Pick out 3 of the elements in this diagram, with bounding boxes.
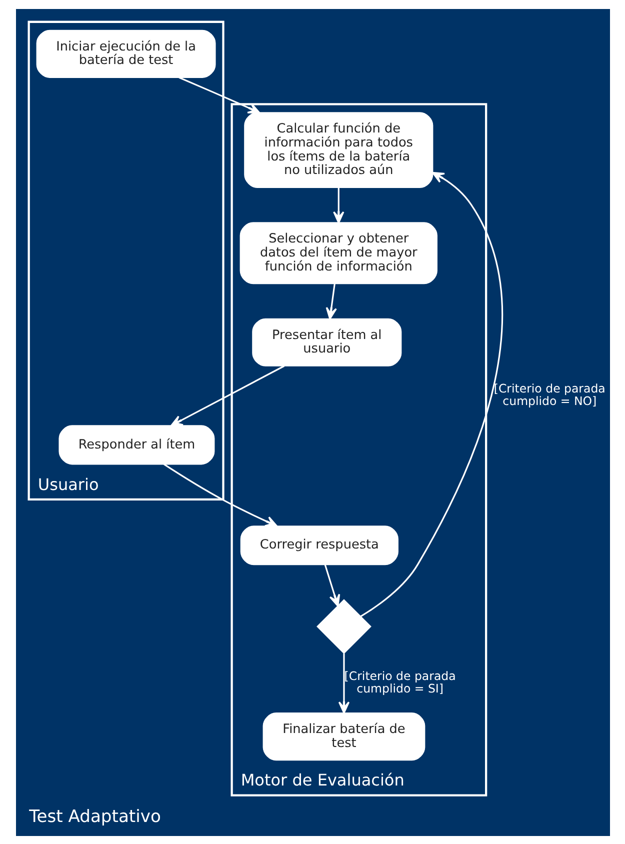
edge-label: [Criterio de parada cumplido = SI] [344,668,456,696]
edge-label: [Criterio de parada cumplido = NO] [493,380,605,408]
caption: Test Adaptativo [28,806,160,826]
